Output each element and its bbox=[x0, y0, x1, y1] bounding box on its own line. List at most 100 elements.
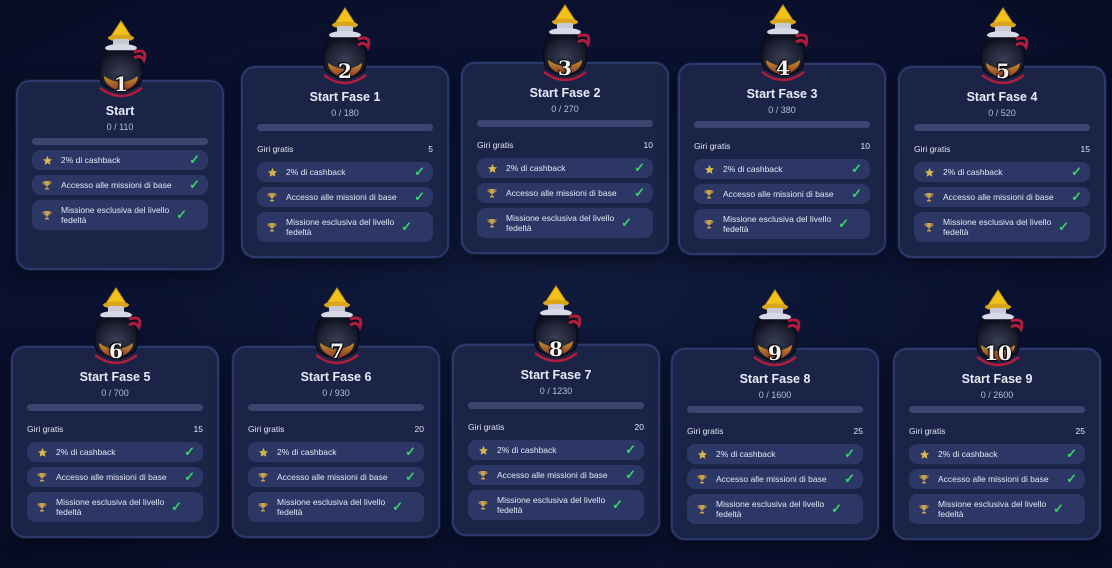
free-spins-row: Giri gratis 15 bbox=[914, 144, 1090, 154]
perk-cashback: 2% di cashback✓ bbox=[468, 440, 644, 460]
level-progress-text: 0 / 180 bbox=[331, 108, 359, 118]
free-spins-row: Giri gratis 5 bbox=[257, 144, 433, 154]
check-icon: ✓ bbox=[844, 446, 855, 461]
check-icon: ✓ bbox=[405, 469, 416, 484]
trophy-icon bbox=[265, 192, 279, 203]
check-icon: ✓ bbox=[189, 177, 200, 192]
perk-label: Missione esclusiva del livello fedeltà bbox=[938, 498, 1047, 520]
check-icon: ✓ bbox=[184, 444, 195, 459]
level-title: Start Fase 4 bbox=[966, 90, 1038, 104]
star-icon bbox=[485, 163, 499, 174]
level-progress-bar bbox=[477, 120, 653, 127]
perk-exclusive-mission: Missione esclusiva del livello fedeltà✓ bbox=[248, 492, 424, 522]
trophy-icon bbox=[702, 219, 716, 230]
check-icon: ✓ bbox=[844, 471, 855, 486]
level-progress-text: 0 / 1230 bbox=[539, 386, 573, 396]
perk-exclusive-mission: Missione esclusiva del livello fedeltà ✓ bbox=[914, 212, 1090, 242]
level-potion-icon: 5 bbox=[968, 5, 1038, 95]
trophy-icon bbox=[922, 192, 936, 203]
perk-exclusive-mission: Missione esclusiva del livello fedeltà✓ bbox=[468, 490, 644, 520]
level-title: Start Fase 6 bbox=[300, 370, 372, 384]
free-spins-value: 10 bbox=[643, 140, 653, 150]
level-potion-icon: 2 bbox=[310, 5, 380, 95]
free-spins-value: 5 bbox=[428, 144, 433, 154]
perk-cashback: 2% di cashback✓ bbox=[257, 162, 433, 182]
perk-base-missions: Accesso alle missioni di base ✓ bbox=[477, 183, 653, 203]
level-title: Start Fase 8 bbox=[739, 372, 811, 386]
free-spins-value: 20 bbox=[634, 422, 644, 432]
star-icon bbox=[265, 167, 279, 178]
level-number: 3 bbox=[558, 56, 572, 80]
check-icon: ✓ bbox=[1066, 446, 1077, 461]
perk-cashback: 2% di cashback✓ bbox=[694, 159, 870, 179]
level-card[interactable]: Start 0 / 110 2% di cashback✓ Accesso alle … bbox=[16, 80, 224, 270]
free-spins-value: 15 bbox=[1080, 144, 1090, 154]
perk-cashback: 2% di cashback✓ bbox=[32, 150, 208, 170]
check-icon: ✓ bbox=[625, 467, 636, 482]
trophy-icon bbox=[265, 222, 279, 233]
perk-base-missions: Accesso alle missioni di base✓ bbox=[468, 465, 644, 485]
free-spins-label: Giri gratis bbox=[248, 424, 285, 434]
perk-exclusive-mission: Missione esclusiva del livello fedeltà✓ bbox=[27, 492, 203, 522]
perk-cashback: 2% di cashback✓ bbox=[914, 162, 1090, 182]
perk-exclusive-mission: Missione esclusiva del livello fedeltà✓ bbox=[477, 208, 653, 238]
perk-exclusive-mission: Missione esclusiva del livello fedeltà✓ bbox=[694, 209, 870, 239]
level-title: Start Fase 5 bbox=[79, 370, 151, 384]
perk-label: Missione esclusiva del livello fedeltà bbox=[943, 216, 1052, 238]
perk-label: 2% di cashback bbox=[943, 166, 1003, 177]
perk-cashback: 2% di cashback ✓ bbox=[909, 444, 1085, 464]
perk-cashback: 2% di cashback✓ bbox=[27, 442, 203, 462]
perk-label: Accesso alle missioni di base bbox=[943, 191, 1054, 202]
check-icon: ✓ bbox=[625, 442, 636, 457]
level-progress-text: 0 / 110 bbox=[106, 122, 134, 132]
perk-label: Accesso alle missioni di base bbox=[61, 179, 172, 190]
star-icon bbox=[476, 445, 490, 456]
free-spins-label: Giri gratis bbox=[257, 144, 294, 154]
check-icon: ✓ bbox=[1058, 219, 1069, 234]
perk-exclusive-mission: Missione esclusiva del livello fedeltà ✓ bbox=[909, 494, 1085, 524]
perk-label: Accesso alle missioni di base bbox=[286, 191, 397, 202]
star-icon bbox=[922, 167, 936, 178]
check-icon: ✓ bbox=[621, 215, 632, 230]
perk-label: Accesso alle missioni di base bbox=[277, 471, 388, 482]
check-icon: ✓ bbox=[171, 499, 182, 514]
check-icon: ✓ bbox=[634, 185, 645, 200]
level-title: Start Fase 3 bbox=[746, 87, 818, 101]
trophy-icon bbox=[702, 189, 716, 200]
perk-label: Accesso alle missioni di base bbox=[506, 187, 617, 198]
trophy-icon bbox=[476, 500, 490, 511]
level-progress-bar bbox=[909, 406, 1085, 413]
level-progress-bar bbox=[687, 406, 863, 413]
check-icon: ✓ bbox=[1071, 189, 1082, 204]
perk-label: 2% di cashback bbox=[277, 446, 337, 457]
level-number: 6 bbox=[109, 339, 123, 363]
perk-cashback: 2% di cashback✓ bbox=[248, 442, 424, 462]
level-title: Start bbox=[105, 104, 135, 118]
check-icon: ✓ bbox=[1053, 501, 1064, 516]
free-spins-label: Giri gratis bbox=[914, 144, 951, 154]
trophy-icon bbox=[256, 472, 270, 483]
perk-exclusive-mission: Missione esclusiva del livello fedeltà✓ bbox=[32, 200, 208, 230]
check-icon: ✓ bbox=[184, 469, 195, 484]
free-spins-value: 15 bbox=[193, 424, 203, 434]
perk-label: 2% di cashback bbox=[938, 448, 998, 459]
perk-label: Missione esclusiva del livello fedeltà bbox=[723, 213, 832, 235]
level-progress-text: 0 / 270 bbox=[551, 104, 579, 114]
star-icon bbox=[35, 447, 49, 458]
perk-exclusive-mission: Missione esclusiva del livello fedeltà✓ bbox=[257, 212, 433, 242]
trophy-icon bbox=[40, 210, 54, 221]
perk-base-missions: Accesso alle missioni di base✓ bbox=[687, 469, 863, 489]
check-icon: ✓ bbox=[612, 497, 623, 512]
